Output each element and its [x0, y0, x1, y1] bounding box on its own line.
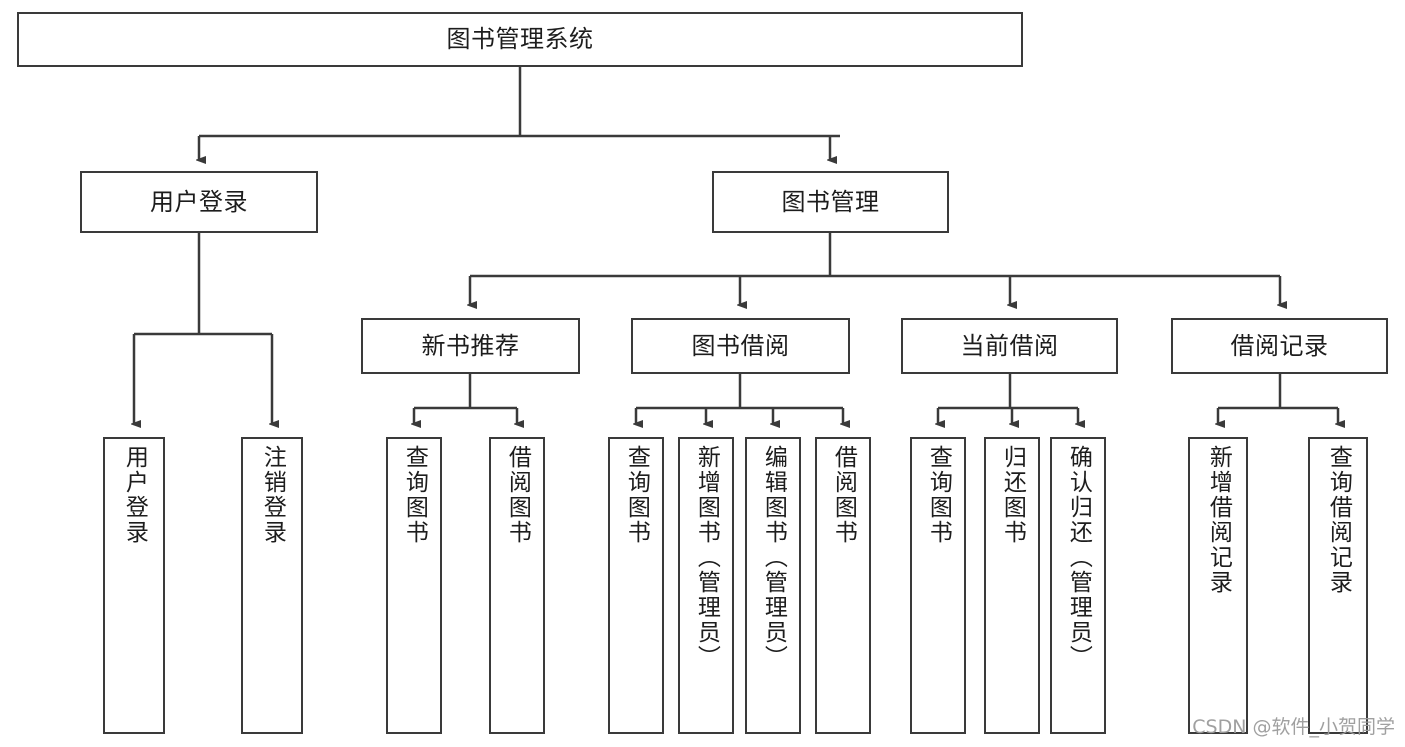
node-leaf-query-book-3[interactable]: 查询图书	[910, 437, 966, 734]
node-leaf-borrow-book-1-label: 借阅图书	[504, 445, 531, 545]
node-root[interactable]: 图书管理系统	[17, 12, 1023, 67]
node-current-borrow-label: 当前借阅	[960, 331, 1059, 360]
node-book-borrow-label: 图书借阅	[691, 331, 790, 360]
node-borrow-record[interactable]: 借阅记录	[1171, 318, 1388, 374]
node-new-book-recommend-label: 新书推荐	[421, 331, 520, 360]
node-leaf-add-record-label: 新增借阅记录	[1205, 445, 1232, 595]
node-book-manage[interactable]: 图书管理	[712, 171, 949, 233]
watermark-text: CSDN @软件_小贺同学	[1192, 716, 1395, 738]
node-root-label: 图书管理系统	[446, 25, 594, 54]
node-leaf-return-book[interactable]: 归还图书	[984, 437, 1040, 734]
node-leaf-query-book-3-label: 查询图书	[925, 445, 952, 545]
node-borrow-record-label: 借阅记录	[1230, 331, 1329, 360]
node-leaf-confirm-return-label: 确认归还（管理员）	[1065, 445, 1092, 670]
node-leaf-user-logout[interactable]: 注销登录	[241, 437, 303, 734]
node-leaf-borrow-book-2-label: 借阅图书	[830, 445, 857, 545]
node-leaf-query-book-2-label: 查询图书	[623, 445, 650, 545]
node-leaf-query-book-2[interactable]: 查询图书	[608, 437, 664, 734]
node-leaf-user-login[interactable]: 用户登录	[103, 437, 165, 734]
node-user-login[interactable]: 用户登录	[80, 171, 318, 233]
node-leaf-add-book[interactable]: 新增图书（管理员）	[678, 437, 734, 734]
node-user-login-label: 用户登录	[150, 187, 248, 216]
node-leaf-borrow-book-1[interactable]: 借阅图书	[489, 437, 545, 734]
node-leaf-query-record[interactable]: 查询借阅记录	[1308, 437, 1368, 734]
node-book-borrow[interactable]: 图书借阅	[631, 318, 850, 374]
node-leaf-edit-book-label: 编辑图书（管理员）	[760, 445, 787, 670]
node-leaf-user-logout-label: 注销登录	[259, 445, 286, 545]
node-current-borrow[interactable]: 当前借阅	[901, 318, 1118, 374]
node-leaf-query-record-label: 查询借阅记录	[1325, 445, 1352, 595]
node-leaf-add-record[interactable]: 新增借阅记录	[1188, 437, 1248, 734]
node-leaf-add-book-label: 新增图书（管理员）	[693, 445, 720, 670]
node-leaf-query-book-1-label: 查询图书	[401, 445, 428, 545]
node-leaf-edit-book[interactable]: 编辑图书（管理员）	[745, 437, 801, 734]
node-book-manage-label: 图书管理	[781, 187, 880, 216]
node-leaf-confirm-return[interactable]: 确认归还（管理员）	[1050, 437, 1106, 734]
node-new-book-recommend[interactable]: 新书推荐	[361, 318, 580, 374]
node-leaf-query-book-1[interactable]: 查询图书	[386, 437, 442, 734]
node-leaf-user-login-label: 用户登录	[121, 445, 148, 545]
node-leaf-borrow-book-2[interactable]: 借阅图书	[815, 437, 871, 734]
node-leaf-return-book-label: 归还图书	[999, 445, 1026, 545]
